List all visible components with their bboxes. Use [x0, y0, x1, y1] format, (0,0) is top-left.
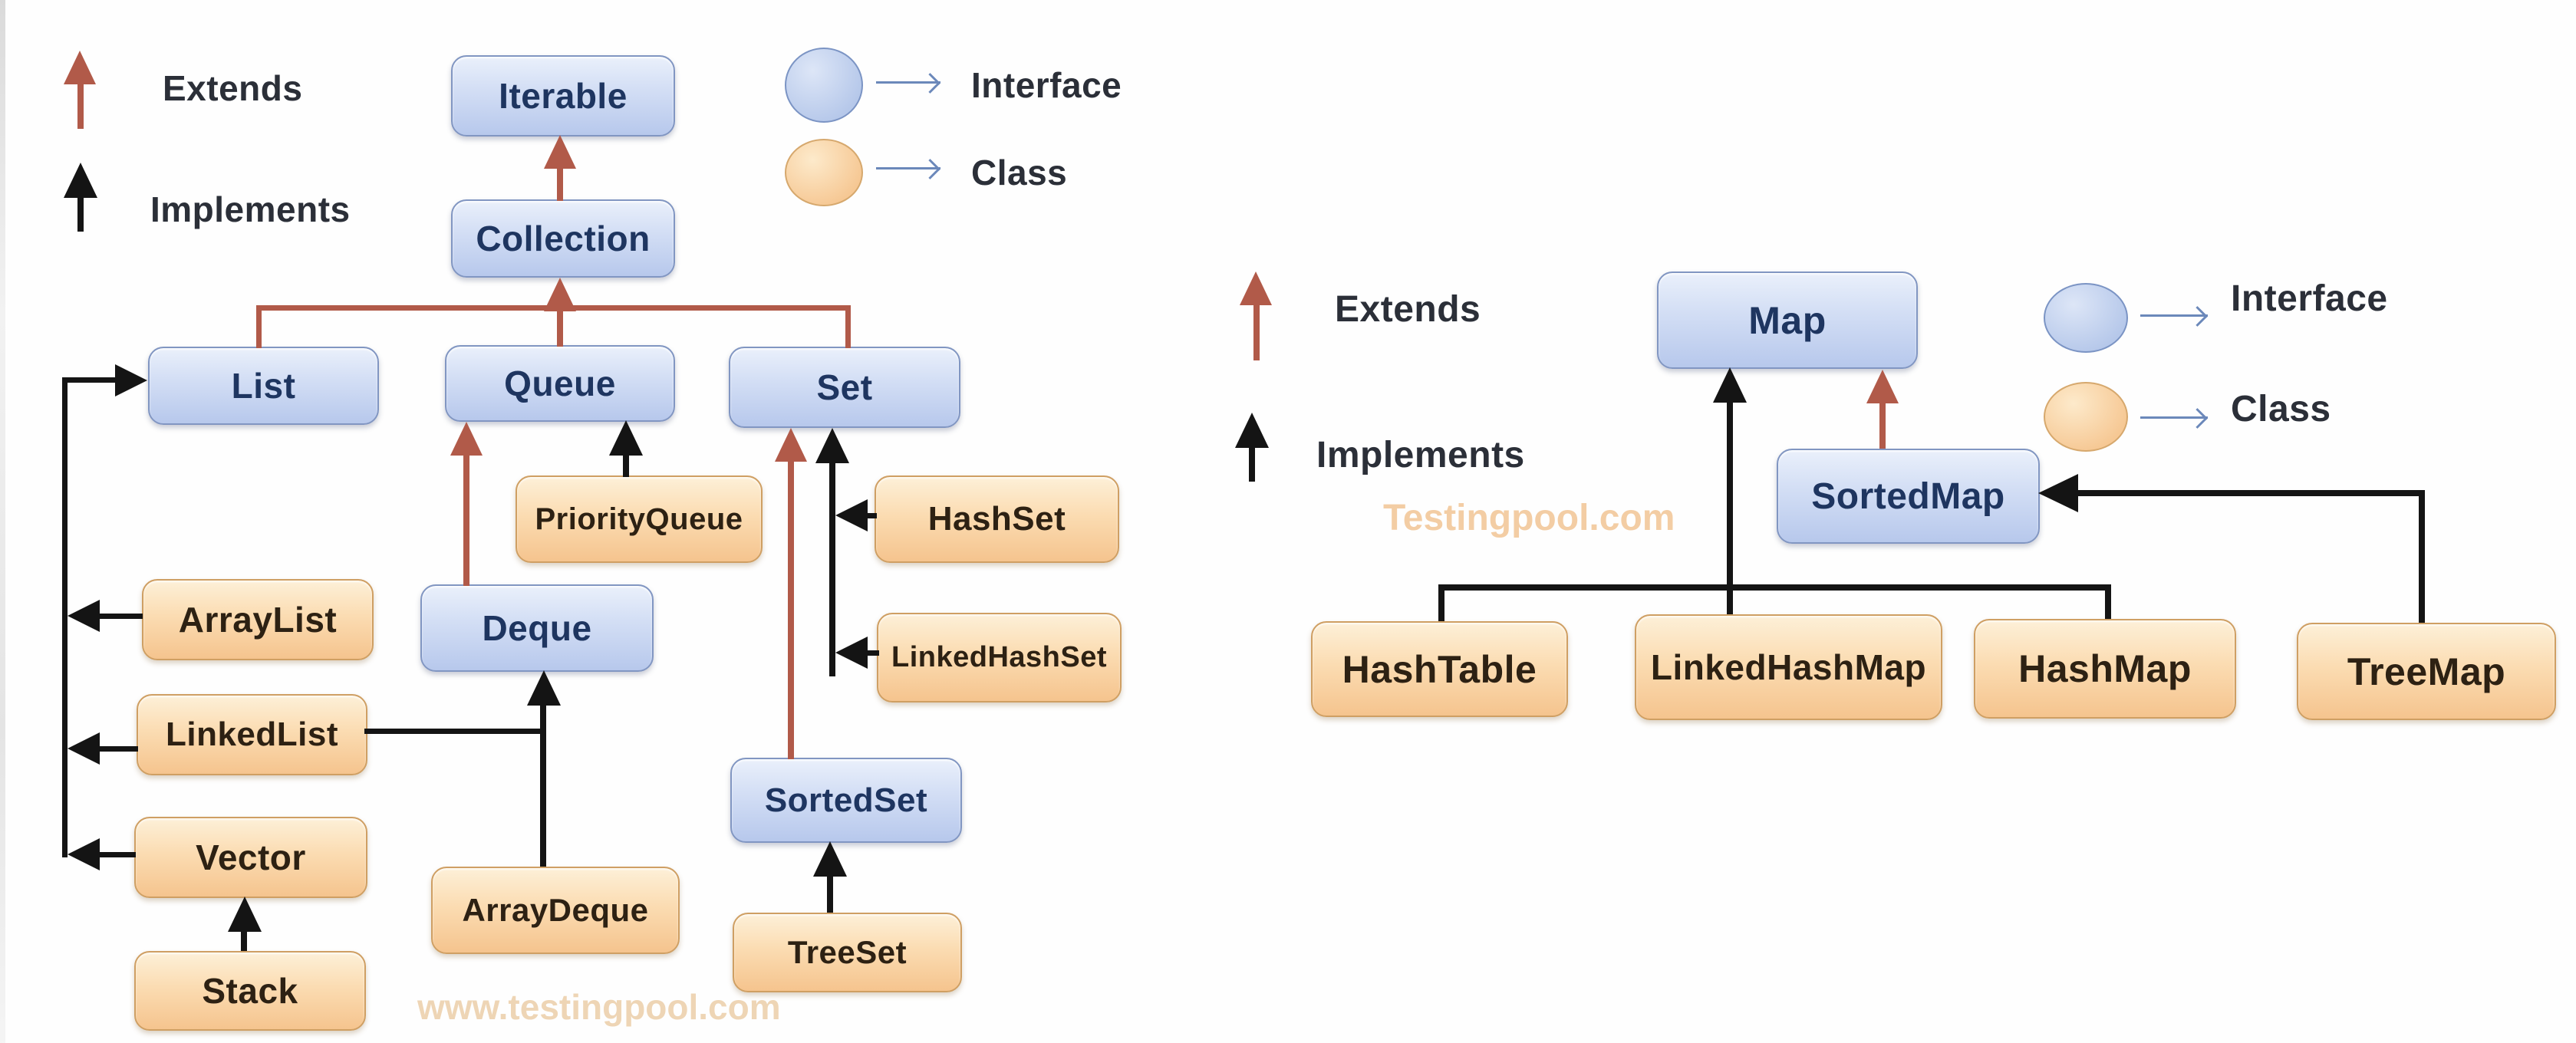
- node-list-interface: List: [148, 347, 379, 425]
- legend2-class-circle-icon: [2044, 382, 2128, 452]
- legend-extends-arrow-shaft: [77, 83, 84, 129]
- node-sortedset-interface: SortedSet: [730, 758, 962, 843]
- legend2-interface-arrow-chevron-icon: [2187, 306, 2208, 327]
- edge-arraylist-branch: [98, 614, 143, 619]
- legend2-extends-arrow-icon: [1240, 271, 1272, 305]
- edge-vector-branch: [98, 852, 136, 857]
- node-linkedlist-class: LinkedList: [137, 694, 367, 775]
- edge-treemap-horizontal: [2075, 490, 2425, 496]
- legend2-extends-label: Extends: [1335, 289, 1481, 330]
- legend-extends-arrow-icon: [64, 51, 96, 84]
- legend2-implements-arrow-icon: [1235, 413, 1269, 448]
- edge-trunk-into-list-arrowhead: [115, 364, 147, 396]
- edge-map-trunk-arrowhead: [1713, 367, 1747, 403]
- legend2-interface-arrow-line: [2140, 314, 2208, 317]
- legend-interface-arrow-line: [876, 81, 940, 84]
- edge-hashset-branch-arrowhead: [835, 499, 868, 531]
- watermark-right: Testingpool.com: [1383, 498, 1675, 538]
- legend2-interface-circle-icon: [2044, 283, 2128, 353]
- node-set-interface: Set: [729, 347, 960, 428]
- node-hashtable-class: HashTable: [1311, 621, 1568, 717]
- node-vector-class: Vector: [134, 817, 367, 898]
- legend-class-circle-icon: [785, 139, 863, 206]
- edge-linkedhashset-branch-arrowhead: [835, 637, 868, 669]
- edge-linkedlist-branch-arrowhead: [68, 732, 100, 765]
- edge-treeset-implements-sortedset-arrowhead: [813, 841, 847, 877]
- node-iterable-interface: Iterable: [451, 55, 675, 137]
- node-treemap-class: TreeMap: [2297, 623, 2556, 720]
- edge-deque-trunk-vertical: [540, 702, 546, 867]
- legend-interface-circle-icon: [785, 48, 863, 123]
- node-map-interface: Map: [1657, 271, 1918, 369]
- edge-priorityqueue-implements-queue-arrowhead: [609, 420, 643, 456]
- legend-class-label: Class: [971, 153, 1068, 192]
- node-linkedhashset-class: LinkedHashSet: [877, 613, 1122, 702]
- edge-tree-horizontal-bar: [256, 305, 851, 311]
- edge-stack-extends-vector-shaft: [241, 929, 247, 951]
- legend-interface-arrow-chevron-icon: [920, 73, 940, 94]
- edge-tree-stub-set: [845, 305, 851, 348]
- edge-priorityqueue-implements-queue-shaft: [623, 454, 629, 477]
- legend-interface-label: Interface: [971, 65, 1122, 105]
- node-queue-interface: Queue: [445, 345, 675, 422]
- legend2-class-arrow-chevron-icon: [2187, 408, 2208, 429]
- legend2-class-arrow-line: [2140, 416, 2208, 419]
- edge-sortedmap-extends-map-shaft: [1879, 400, 1886, 449]
- edge-list-trunk-top-arm: [62, 377, 117, 383]
- node-priorityqueue-class: PriorityQueue: [516, 475, 763, 563]
- legend-implements-arrow-shaft: [77, 196, 84, 232]
- node-linkedhashmap-class: LinkedHashMap: [1635, 614, 1942, 720]
- edge-treemap-implements-sortedmap-arrowhead: [2038, 474, 2078, 512]
- edge-hashtable-stub: [1438, 584, 1444, 621]
- legend-implements-label: Implements: [150, 189, 351, 229]
- left-edge-shading: [0, 0, 5, 1043]
- legend2-extends-arrow-shaft: [1253, 304, 1260, 360]
- edge-set-trunk-arrowhead: [815, 428, 849, 463]
- legend2-interface-label: Interface: [2231, 278, 2388, 319]
- node-stack-class: Stack: [134, 951, 366, 1031]
- edge-sortedset-extends-set-arrowhead: [775, 428, 807, 462]
- legend2-implements-label: Implements: [1316, 435, 1525, 475]
- edge-deque-extends-queue-shaft: [463, 452, 469, 586]
- edge-deque-extends-queue-arrowhead: [450, 422, 483, 456]
- legend2-class-label: Class: [2231, 389, 2331, 429]
- node-arraylist-class: ArrayList: [142, 579, 374, 660]
- node-collection-interface: Collection: [451, 199, 675, 278]
- node-deque-interface: Deque: [420, 584, 654, 672]
- edge-hashmap-stub: [2105, 584, 2111, 619]
- legend-implements-arrow-icon: [64, 163, 97, 198]
- node-arraydeque-class: ArrayDeque: [431, 867, 680, 954]
- edge-map-impl-horizontal-bar: [1438, 584, 2111, 591]
- edge-vector-branch-arrowhead: [68, 838, 100, 870]
- edge-sortedset-extends-set-shaft: [788, 459, 794, 759]
- edge-collection-extends-iterable-arrowhead: [544, 135, 576, 169]
- edge-set-trunk-vertical: [829, 460, 835, 676]
- legend-extends-label: Extends: [163, 68, 303, 108]
- edge-linkedlist-implements-deque-horizontal: [364, 729, 546, 734]
- edge-treeset-implements-sortedset-shaft: [827, 874, 833, 913]
- watermark-left: www.testingpool.com: [417, 987, 781, 1027]
- node-hashmap-class: HashMap: [1974, 619, 2236, 719]
- node-hashset-class: HashSet: [875, 475, 1119, 563]
- legend-class-arrow-chevron-icon: [920, 159, 940, 179]
- edge-sortedmap-extends-map-arrowhead: [1866, 370, 1899, 403]
- node-sortedmap-interface: SortedMap: [1777, 449, 2040, 544]
- edge-deque-trunk-arrowhead: [527, 670, 561, 706]
- legend-class-arrow-line: [876, 167, 940, 169]
- legend2-implements-arrow-shaft: [1249, 446, 1255, 482]
- edge-collection-extends-iterable-shaft: [557, 166, 563, 201]
- node-treeset-class: TreeSet: [733, 913, 962, 992]
- edge-arraylist-branch-arrowhead: [68, 600, 100, 632]
- edge-linkedlist-branch: [98, 746, 138, 752]
- edge-tree-stub-list: [256, 305, 262, 348]
- edge-list-trunk-vertical: [62, 377, 68, 857]
- edge-map-trunk-vertical: [1727, 401, 1733, 614]
- edge-treemap-vertical: [2419, 490, 2425, 623]
- edge-tree-to-collection-shaft: [557, 308, 563, 347]
- edge-stack-extends-vector-arrowhead: [228, 897, 262, 932]
